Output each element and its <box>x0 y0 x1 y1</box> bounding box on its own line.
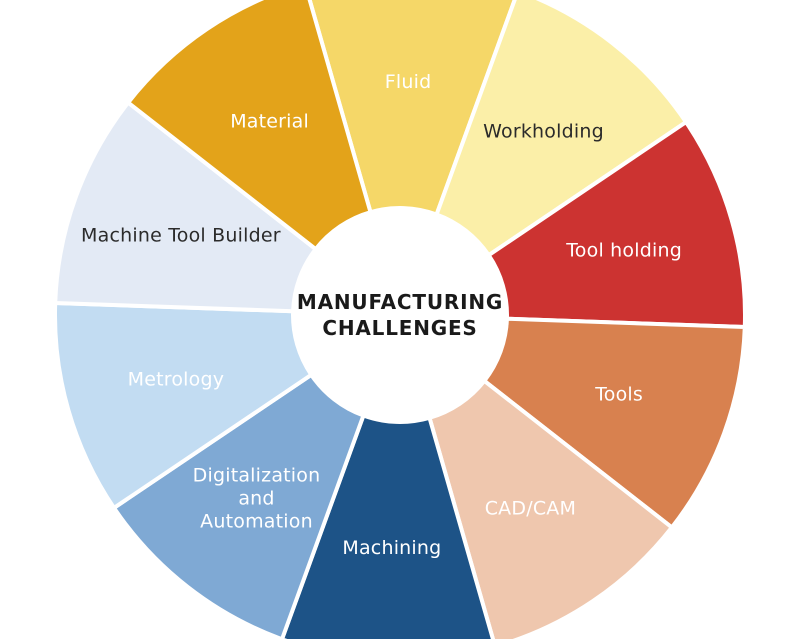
wheel-slices <box>53 0 747 639</box>
slice-label-tools: Tools <box>594 383 643 405</box>
slice-label-tool-holding: Tool holding <box>565 239 682 261</box>
slice-label-workholding: Workholding <box>483 120 604 142</box>
slice-label-metrology: Metrology <box>128 368 225 390</box>
slice-label-fluid: Fluid <box>385 71 432 93</box>
wheel-hub <box>293 208 507 422</box>
center-title-line1: MANUFACTURING <box>297 290 503 314</box>
slice-label-machine-tool-builder: Machine Tool Builder <box>81 224 281 246</box>
slice-label-material: Material <box>230 110 309 132</box>
slice-label-machining: Machining <box>342 537 441 559</box>
slice-label-cad-cam: CAD/CAM <box>485 497 576 519</box>
center-title-line2: CHALLENGES <box>322 316 477 340</box>
